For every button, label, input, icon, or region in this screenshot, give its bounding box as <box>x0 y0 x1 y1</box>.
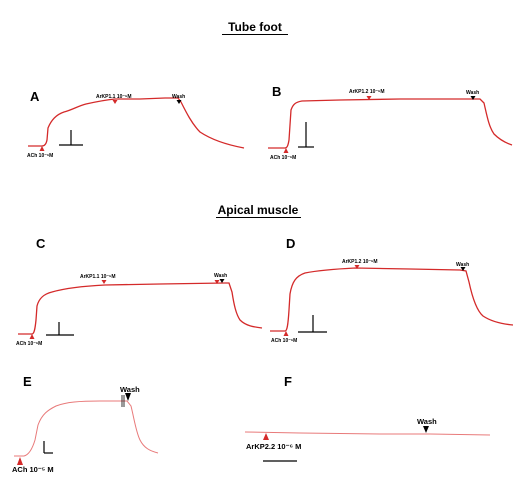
peptide-marker-a <box>112 100 118 104</box>
agonist-label-d: ACh 10⁻⁶M <box>271 338 297 344</box>
wash-label-c: Wash <box>214 273 227 279</box>
wash-marker-a <box>176 100 182 104</box>
scale-bar-e <box>43 441 53 454</box>
peptide-label-f: ArKP2.2 10⁻⁶ M <box>246 442 301 451</box>
peptide-label-d: ArKP1.2 10⁻⁶M <box>342 259 378 265</box>
agonist-label-a: ACh 10⁻⁶M <box>27 153 53 159</box>
agonist-marker-b <box>283 148 289 153</box>
wash-label-b: Wash <box>466 90 479 96</box>
wash-label-d: Wash <box>456 262 469 268</box>
peptide-marker-c <box>101 280 107 284</box>
scale-bar-d <box>298 315 327 333</box>
peptide-label-a: ArKP1.1 10⁻⁶M <box>96 94 132 100</box>
section-title-apical-muscle: Apical muscle <box>218 203 299 217</box>
trace-panel-b <box>268 98 513 149</box>
agonist-label-e: ACh 10⁻⁵ M <box>12 465 54 474</box>
wash-label-a: Wash <box>172 94 185 100</box>
wash-marker-d <box>460 267 466 271</box>
peptide-marker-c2 <box>214 280 220 284</box>
panel-letter-c: C <box>36 236 46 251</box>
panel-letter-b: B <box>272 84 281 99</box>
scale-bar-a <box>59 130 83 146</box>
agonist-marker-a <box>39 146 45 151</box>
wash-marker-e <box>125 393 131 401</box>
wash-marker-c <box>219 279 225 283</box>
peptide-label-b: ArKP1.2 10⁻⁶M <box>349 89 385 95</box>
wash-label-e: Wash <box>120 385 140 394</box>
peptide-marker-d <box>354 265 360 269</box>
trace-panel-e <box>14 400 159 457</box>
wash-label-f: Wash <box>417 417 437 426</box>
agonist-marker-d <box>283 331 289 336</box>
scale-bar-c <box>46 322 74 336</box>
peptide-marker-b <box>366 96 372 100</box>
wash-marker-b <box>470 96 476 100</box>
agonist-label-c: ACh 10⁻⁶M <box>16 341 42 347</box>
peptide-label-c: ArKP1.1 10⁻⁶M <box>80 274 116 280</box>
panel-letter-d: D <box>286 236 295 251</box>
panel-letter-e: E <box>23 374 32 389</box>
trace-panel-d <box>270 267 514 332</box>
panel-letter-a: A <box>30 89 40 104</box>
agonist-marker-e <box>17 457 23 465</box>
wash-marker-f <box>423 426 429 433</box>
panel-letter-f: F <box>284 374 292 389</box>
scale-bar-b <box>298 122 314 148</box>
agonist-label-b: ACh 10⁻⁶M <box>270 155 296 161</box>
section-title-tube-foot: Tube foot <box>228 20 282 34</box>
trace-panel-c <box>18 282 263 335</box>
trace-panel-f <box>244 431 491 436</box>
trace-panel-a <box>28 97 245 149</box>
agonist-marker-c <box>29 334 35 339</box>
peptide-marker-f <box>263 433 269 440</box>
wash-break-marks-e <box>121 395 125 407</box>
